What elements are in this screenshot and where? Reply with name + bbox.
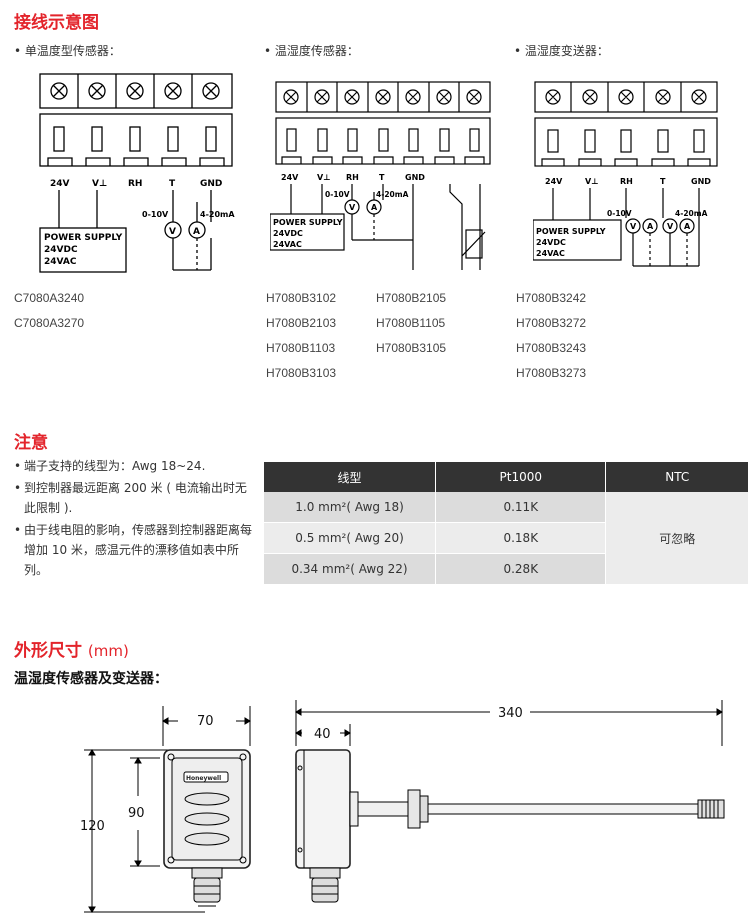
terminal-t: T (379, 173, 385, 182)
table-row: 1.0 mm²( Awg 18) 0.11K 可忽略 (264, 492, 748, 585)
model-number: H7080B1105 (376, 316, 446, 330)
header-wire-type: 线型 (264, 462, 437, 492)
model-number: H7080B3272 (516, 316, 587, 330)
front-view-drawing: Honeywell 70 90 120 (80, 706, 251, 913)
dims-unit: (mm) (87, 642, 129, 660)
models-temp-humidity-b: H7080B2105 H7080B1105 H7080B3105 (376, 286, 446, 361)
models-transmitter: H7080B3242 H7080B3272 H7080B3243 H7080B3… (516, 286, 586, 386)
power-24vac: 24VAC (44, 257, 77, 267)
signal-voltage: 0-10V (142, 210, 169, 219)
terminal-v: V⊥ (585, 177, 599, 186)
terminal-gnd: GND (200, 179, 222, 189)
model-number: C7080A3270 (14, 316, 85, 330)
temp-humidity-transmitter-label: 温湿度变送器： (514, 42, 609, 59)
terminal-24v: 24V (50, 179, 70, 189)
power-24vdc: 24VDC (44, 245, 78, 255)
cell-pt1000: 0.28K (435, 553, 607, 585)
terminal-24v: 24V (281, 173, 299, 182)
terminal-gnd: GND (405, 173, 425, 182)
model-number: H7080B3243 (516, 341, 587, 355)
voltmeter-icon-2: V (667, 222, 674, 231)
dim-height-120: 120 (80, 819, 105, 834)
ammeter-icon: A (371, 203, 378, 212)
cell-ntc: 可忽略 (605, 492, 748, 585)
signal-current: 4-20mA (376, 190, 409, 199)
wiring-title: 接线示意图 (14, 13, 99, 33)
table-row: 0.5 mm²( Awg 20) 0.18K (264, 522, 748, 554)
model-number: H7080B3105 (376, 341, 447, 355)
model-number: H7080B3102 (266, 291, 337, 305)
terminal-v: V⊥ (317, 173, 331, 182)
dims-title-text: 外形尺寸 (14, 641, 82, 661)
header-ntc: NTC (605, 462, 748, 492)
notes-list: 端子支持的线型为：Awg 18~24. 到控制器最远距离 200 米 ( 电流输… (14, 456, 254, 580)
terminal-rh: RH (620, 177, 633, 186)
wiring-diagram-transmitter: 24V V⊥ RH T GND POWER SUPPLY 24VDC 24VAC… (533, 81, 718, 267)
side-view-drawing: 40 340 (295, 700, 725, 903)
cell-wire: 0.34 mm²( Awg 22) (264, 553, 437, 585)
wire-drift-table: 线型 Pt1000 NTC 1.0 mm²( Awg 18) 0.11K 可忽略… (264, 462, 748, 585)
table-row: 0.34 mm²( Awg 22) 0.28K (264, 553, 748, 585)
model-number: H7080B3103 (266, 366, 337, 380)
single-temp-label: 单温度型传感器： (14, 42, 121, 59)
model-number: H7080B1103 (266, 341, 336, 355)
terminal-t: T (660, 177, 666, 186)
ammeter-icon: A (193, 227, 200, 237)
voltmeter-icon: V (349, 203, 356, 212)
power-supply-label: POWER SUPPLY (536, 227, 606, 236)
cell-pt1000: 0.18K (435, 522, 607, 554)
signal-voltage: 0-10V (325, 190, 350, 199)
brand-logo: Honeywell (186, 775, 221, 782)
dim-length-340: 340 (498, 706, 523, 721)
power-24vdc: 24VDC (536, 238, 566, 247)
terminal-v: V⊥ (92, 179, 107, 189)
wiring-diagram-temp-humidity: 24V V⊥ RH T GND POWER SUPPLY 24VDC 24VAC… (270, 81, 491, 270)
power-supply-label: POWER SUPPLY (273, 218, 343, 227)
model-number: C7080A3240 (14, 291, 85, 305)
dim-width-70: 70 (197, 714, 214, 729)
wiring-diagram-single-temp: 24V V⊥ RH T GND POWER SUPPLY 24VDC 24VAC… (39, 73, 235, 273)
ammeter-icon-2: A (684, 222, 691, 231)
terminal-24v: 24V (545, 177, 563, 186)
power-supply-label: POWER SUPPLY (44, 233, 123, 243)
voltmeter-icon-1: V (630, 222, 637, 231)
cell-pt1000: 0.11K (435, 492, 607, 523)
dims-subtitle: 温湿度传感器及变送器： (14, 671, 168, 687)
models-temp-humidity-a: H7080B3102 H7080B2103 H7080B1103 H7080B3… (266, 286, 336, 386)
ammeter-icon-1: A (647, 222, 654, 231)
signal-voltage: 0-10V (607, 209, 632, 218)
cell-wire: 1.0 mm²( Awg 18) (264, 492, 437, 523)
dim-depth-40: 40 (314, 727, 331, 742)
signal-current: 4-20mA (200, 210, 235, 219)
model-number: H7080B3242 (516, 291, 587, 305)
header-pt1000: Pt1000 (435, 462, 607, 492)
voltmeter-icon: V (169, 227, 176, 237)
model-number: H7080B3273 (516, 366, 587, 380)
models-single-temp: C7080A3240 C7080A3270 (14, 286, 84, 336)
power-24vac: 24VAC (273, 240, 302, 249)
note-item: 端子支持的线型为：Awg 18~24. (14, 456, 254, 476)
cell-wire: 0.5 mm²( Awg 20) (264, 522, 437, 554)
temp-humidity-sensor-label: 温湿度传感器： (264, 42, 359, 59)
note-item: 由于线电阻的影响，传感器到控制器距离每增加 10 米，感温元件的漂移值如表中所列… (14, 520, 254, 580)
power-24vdc: 24VDC (273, 229, 303, 238)
terminal-rh: RH (128, 179, 142, 189)
terminal-rh: RH (346, 173, 359, 182)
note-item: 到控制器最远距离 200 米 ( 电流输出时无此限制 ). (14, 478, 254, 518)
signal-current: 4-20mA (675, 209, 708, 218)
power-24vac: 24VAC (536, 249, 565, 258)
dim-height-90: 90 (128, 806, 145, 821)
dims-title: 外形尺寸 (mm) (14, 636, 129, 661)
model-number: H7080B2103 (266, 316, 337, 330)
terminal-gnd: GND (691, 177, 711, 186)
terminal-t: T (169, 179, 176, 189)
notes-title: 注意 (14, 433, 48, 453)
model-number: H7080B2105 (376, 291, 447, 305)
